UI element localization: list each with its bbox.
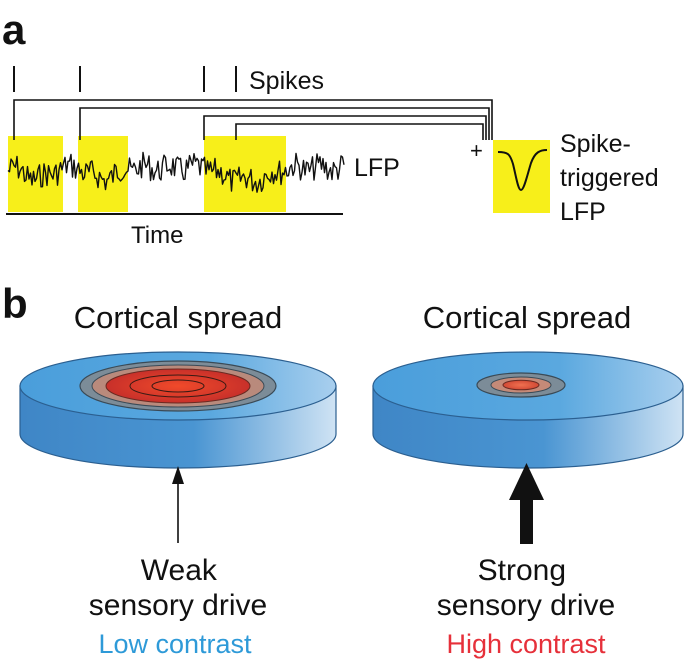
right-drive-label: Strong sensory drive [437,554,615,622]
time-label: Time [131,222,183,249]
sta-label: Spike- triggered LFP [560,130,666,226]
panel-a-letter: a [2,6,26,53]
left-drive-line-1: Weak [141,554,218,587]
spike-connectors [13,99,493,140]
left-drive-line-2: sensory drive [89,589,267,622]
left-contour-2 [151,379,205,393]
right-activation [502,379,540,391]
low-contrast-label: Low contrast [98,629,252,659]
sta-trace [497,149,548,192]
left-title: Cortical spread [74,300,282,335]
left-cortex-disk [19,351,337,469]
right-cortex-disk [372,351,684,469]
left-activation [105,368,251,404]
sta-label-line-2: triggered [560,164,659,192]
spike-ticks [13,66,237,92]
panel-b-letter: b [2,280,28,327]
lfp-label: LFP [354,154,400,182]
right-drive-line-1: Strong [478,554,566,587]
spike-window-2 [78,136,128,212]
left-contour-1 [129,374,227,398]
high-contrast-label: High contrast [446,629,606,659]
lfp-trace [7,151,345,193]
connector-1 [13,99,493,140]
connector-2 [79,107,490,140]
spike-windows [8,136,286,212]
plus-sign: + [470,138,483,163]
spike-window-1 [8,136,63,212]
right-drive-line-2: sensory drive [437,589,615,622]
sta-label-line-3: LFP [560,198,606,226]
spikes-label: Spikes [249,67,324,95]
connector-3 [203,115,487,140]
weak-drive-arrow [172,466,184,543]
right-title: Cortical spread [423,300,631,335]
sta-label-line-1: Spike- [560,130,631,158]
connector-4 [235,123,484,140]
strong-drive-arrow [509,463,544,544]
left-drive-label: Weak sensory drive [89,554,267,622]
